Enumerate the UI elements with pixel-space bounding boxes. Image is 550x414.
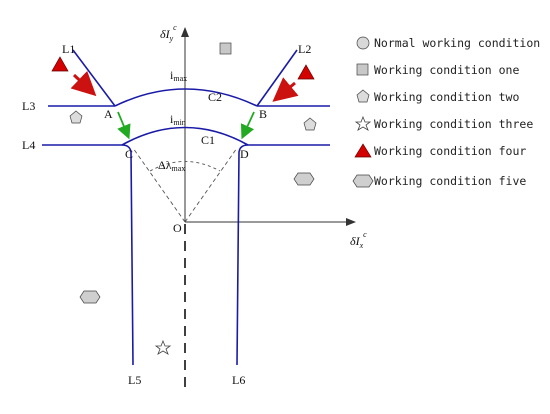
legend-label-4: Working condition four (374, 144, 526, 158)
point-a: A (104, 107, 113, 121)
point-b: B (259, 107, 267, 121)
legend-label-5: Working condition five (374, 174, 526, 188)
label-delta-lambda: Δλmax (158, 158, 185, 173)
label-c2: C2 (208, 90, 222, 104)
delta-lambda-arc (149, 161, 221, 172)
hexagon-icon (79, 290, 101, 304)
x-axis-label: δIxc (350, 230, 367, 250)
red-arrow-right (272, 77, 299, 102)
hexagon-icon (293, 172, 315, 186)
legend-label-2: Working condition two (374, 90, 519, 104)
line-l4-right (236, 144, 330, 366)
label-c1: C1 (201, 133, 215, 147)
square-icon (356, 63, 369, 76)
radius-to-d (184, 147, 238, 223)
point-c: C (125, 147, 133, 161)
legend-label-0: Normal working condition (374, 36, 540, 50)
line-l4 (42, 144, 134, 366)
label-l6: L6 (232, 373, 245, 387)
pentagon-icon (356, 89, 370, 103)
arc-c2 (114, 88, 258, 107)
triangle-icon (354, 143, 372, 158)
label-l5: L5 (128, 373, 141, 387)
triangle-icon (297, 64, 315, 80)
label-l1: L1 (62, 42, 75, 56)
radius-to-c (132, 147, 186, 223)
label-l4: L4 (22, 138, 35, 152)
label-i-max: imax (170, 68, 187, 83)
pentagon-icon (69, 110, 83, 124)
red-arrow-left (70, 70, 97, 97)
origin-label: O (173, 221, 182, 235)
square-icon (219, 42, 232, 55)
legend-label-3: Working condition three (374, 117, 533, 131)
star-icon (154, 339, 172, 355)
circle-icon (356, 36, 370, 50)
point-d: D (240, 147, 249, 161)
hexagon-icon (352, 174, 374, 188)
y-axis-label: δIyc (160, 23, 177, 43)
star-icon (354, 115, 372, 131)
label-l3: L3 (22, 99, 35, 113)
pentagon-icon (303, 117, 317, 131)
legend-label-1: Working condition one (374, 63, 519, 77)
arc-c1 (121, 126, 249, 146)
green-arrow-b-d (240, 111, 255, 140)
label-i-min: imin (170, 112, 186, 127)
triangle-icon (51, 56, 69, 72)
legend: Normal working condition Working conditi… (352, 36, 540, 188)
green-arrow-a-c (117, 111, 131, 140)
label-l2: L2 (298, 42, 311, 56)
